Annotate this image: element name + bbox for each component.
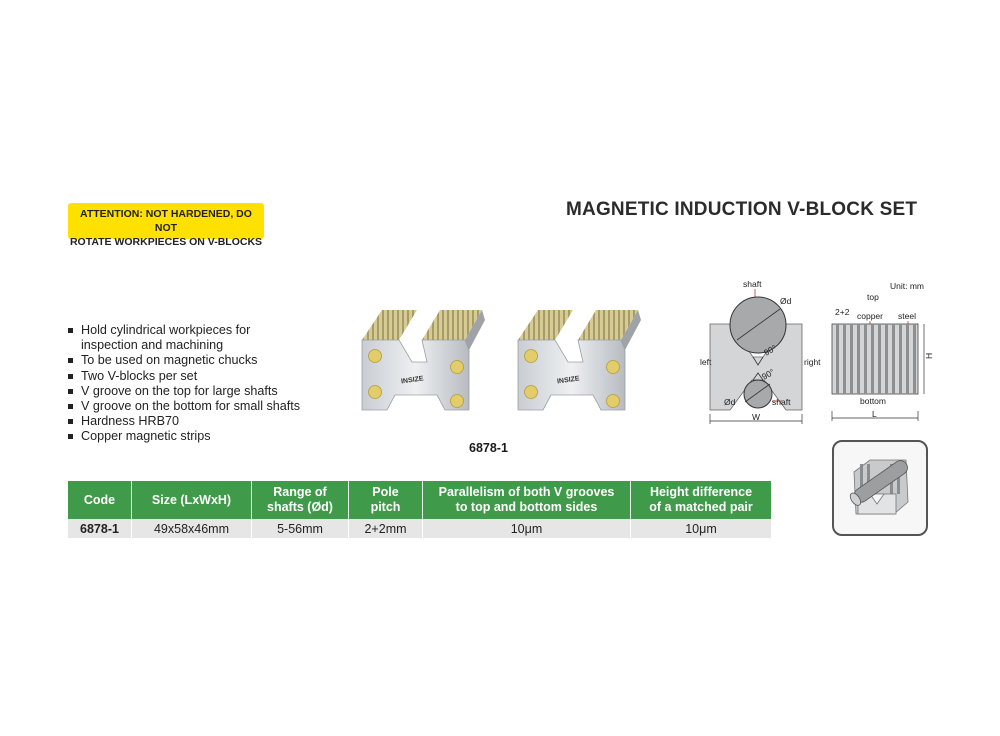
table-row: 6878-1 49x58x46mm 5-56mm 2+2mm 10μm 10μm (68, 519, 771, 538)
diagram-unit-label: Unit: mm (890, 281, 924, 291)
diagram-right-label: right (804, 357, 821, 367)
feature-list: Hold cylindrical workpieces for inspecti… (68, 323, 300, 445)
cell-size: 49x58x46mm (131, 519, 252, 538)
feature-item: Hardness HRB70 (68, 414, 300, 429)
cell-height-difference: 10μm (630, 519, 771, 538)
diagram-pitch-label: 2+2 (835, 307, 850, 317)
technical-diagram: shaft Ød 90° left right 90° Ød shaft W U… (700, 279, 934, 424)
application-inset (832, 440, 928, 536)
diagram-shaft-top-label: shaft (743, 279, 762, 289)
feature-item: Hold cylindrical workpieces for (68, 323, 300, 338)
header-size: Size (LxWxH) (131, 481, 252, 519)
warning-label: ATTENTION: NOT HARDENED, DO NOT ROTATE W… (68, 203, 264, 248)
feature-item: Two V-blocks per set (68, 369, 300, 384)
diagram-bottom-label: bottom (860, 396, 886, 406)
v-block-with-shaft-icon (849, 459, 909, 515)
diagram-length-label: L (872, 409, 877, 419)
cell-parallelism: 10μm (422, 519, 631, 538)
diagram-shaft-bottom-label: shaft (772, 397, 791, 407)
diagram-steel-label: steel (898, 311, 916, 321)
diagram-copper-label: copper (857, 311, 883, 321)
cell-range: 5-56mm (251, 519, 349, 538)
feature-item-continued: inspection and machining (81, 338, 224, 353)
diagram-od-top-label: Ød (780, 296, 792, 306)
model-label: 6878-1 (469, 441, 508, 455)
diagram-top-label: top (867, 292, 879, 302)
feature-item: V groove on the top for large shafts (68, 384, 300, 399)
v-block-photo-right: INSIZE (517, 310, 641, 411)
feature-item: Copper magnetic strips (68, 429, 300, 444)
warning-line-1: ATTENTION: NOT HARDENED, DO NOT (80, 208, 252, 234)
brand-mark: INSIZE (401, 375, 425, 385)
diagram-left-label: left (700, 357, 712, 367)
v-block-photo-left: INSIZE (361, 310, 485, 411)
page-title: MAGNETIC INDUCTION V-BLOCK SET (566, 199, 918, 220)
brand-mark: INSIZE (557, 375, 581, 385)
side-view-block (831, 323, 919, 395)
diagram-od-bottom-label: Ød (724, 397, 736, 407)
cell-code: 6878-1 (68, 519, 132, 538)
diagram-height-label: H (924, 353, 934, 359)
warning-line-2: ROTATE WORKPIECES ON V-BLOCKS (69, 236, 263, 248)
diagram-width-label: W (752, 412, 760, 422)
cell-pole-pitch: 2+2mm (348, 519, 423, 538)
feature-item: To be used on magnetic chucks (68, 353, 300, 368)
feature-item: V groove on the bottom for small shafts (68, 399, 300, 414)
header-code: Code (68, 481, 132, 519)
